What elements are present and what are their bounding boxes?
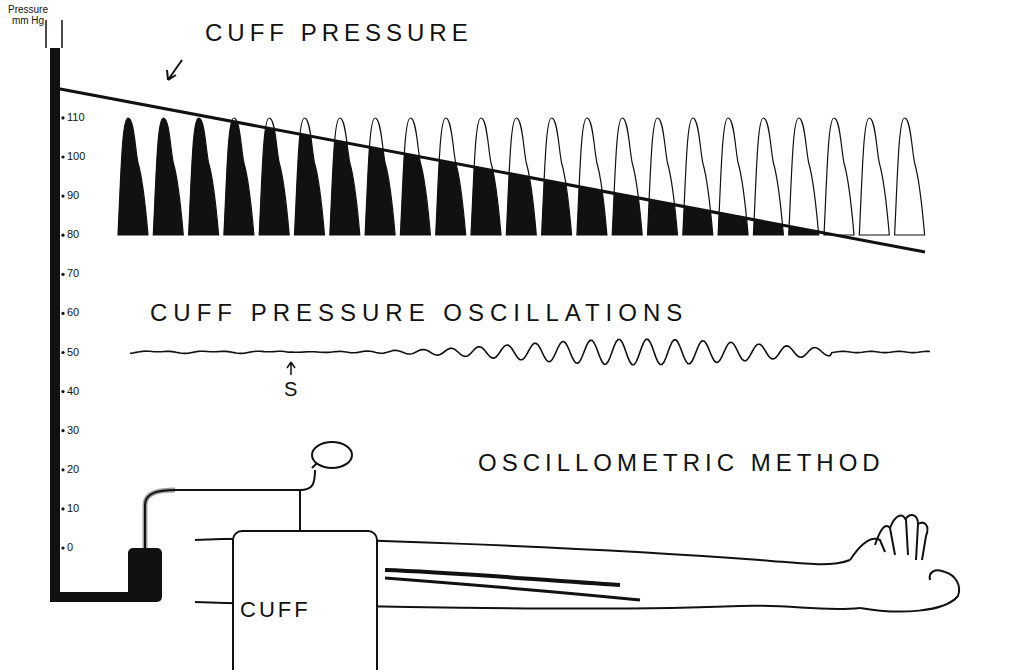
scale-value: 20	[67, 463, 79, 475]
pulse-wave	[259, 118, 289, 235]
tick-dot	[61, 429, 64, 432]
scale-value: 40	[67, 385, 79, 397]
scale-value: 10	[67, 502, 79, 514]
pulse-wave	[224, 118, 254, 235]
pulse-wave	[259, 118, 289, 235]
tick-dot	[61, 155, 64, 158]
tick-dot	[61, 234, 64, 237]
pulse-wave	[224, 118, 254, 235]
pulse-wave	[471, 118, 501, 235]
pulse-wave	[365, 118, 395, 235]
cuff-pressure-line	[55, 88, 925, 252]
scale-value: 100	[67, 150, 85, 162]
pulse-wave	[753, 118, 783, 235]
pulse-wave	[365, 118, 395, 235]
pulse-wave	[753, 118, 783, 235]
pulse-wave	[189, 118, 219, 235]
pulse-wave	[789, 118, 819, 235]
tick-dot	[61, 273, 64, 276]
scale-value: 110	[67, 111, 85, 123]
scale-value: 90	[67, 189, 79, 201]
pulse-wave	[612, 118, 642, 235]
scale-value: 60	[67, 306, 79, 318]
pulse-wave	[436, 118, 466, 235]
tick-dot	[61, 468, 64, 471]
pulse-wave	[683, 118, 713, 235]
pulse-wave	[789, 118, 819, 235]
pulse-wave	[118, 118, 148, 235]
pulse-wave	[118, 118, 148, 235]
pulse-wave	[648, 118, 678, 235]
pulse-wave	[153, 118, 183, 235]
pulse-wave	[824, 118, 854, 235]
pulse-wave	[683, 118, 713, 235]
scale-value: 80	[67, 228, 79, 240]
pulse-wave	[400, 118, 430, 235]
pulse-wave	[859, 118, 889, 235]
pulse-wave	[895, 118, 925, 235]
pulse-wave	[330, 118, 360, 235]
scale-value: 30	[67, 424, 79, 436]
scale-value: 0	[67, 541, 73, 553]
scale-ticks	[61, 116, 64, 549]
pulse-wave	[189, 118, 219, 235]
pulse-wave	[577, 118, 607, 235]
tick-dot	[61, 312, 64, 315]
tick-dot	[61, 507, 64, 510]
tick-dot	[61, 116, 64, 119]
pointer-arrow	[167, 60, 182, 80]
scale-value: 50	[67, 346, 79, 358]
trace-label: CUFF PRESSURE OSCILLATIONS	[150, 300, 688, 326]
pulse-wave	[542, 118, 572, 235]
title-label: CUFF PRESSURE	[205, 20, 473, 46]
pulse-wave	[330, 118, 360, 235]
scale-value: 70	[67, 267, 79, 279]
pulse-wave	[471, 118, 501, 235]
pulse-wave	[824, 118, 854, 235]
method-label: OSCILLOMETRIC METHOD	[478, 450, 885, 476]
pulse-wave	[859, 118, 889, 235]
tick-dot	[61, 546, 64, 549]
cuff-label: CUFF	[234, 598, 376, 622]
pulse-wave	[612, 118, 642, 235]
pulse-wave	[153, 118, 183, 235]
cuff-band: CUFF	[232, 530, 378, 670]
systolic-label: S	[284, 378, 297, 400]
inflation-bulb	[312, 442, 352, 468]
pulse-wave	[542, 118, 572, 235]
pulse-wave	[577, 118, 607, 235]
pulse-wave	[895, 118, 925, 235]
axis-title: Pressure mm Hg	[6, 4, 50, 26]
oscillation-trace	[130, 339, 930, 364]
pulse-wave	[648, 118, 678, 235]
systolic-marker	[287, 362, 295, 375]
pulse-wave	[436, 118, 466, 235]
tick-dot	[61, 195, 64, 198]
pulse-wave	[400, 118, 430, 235]
tick-dot	[61, 390, 64, 393]
tick-dot	[61, 351, 64, 354]
